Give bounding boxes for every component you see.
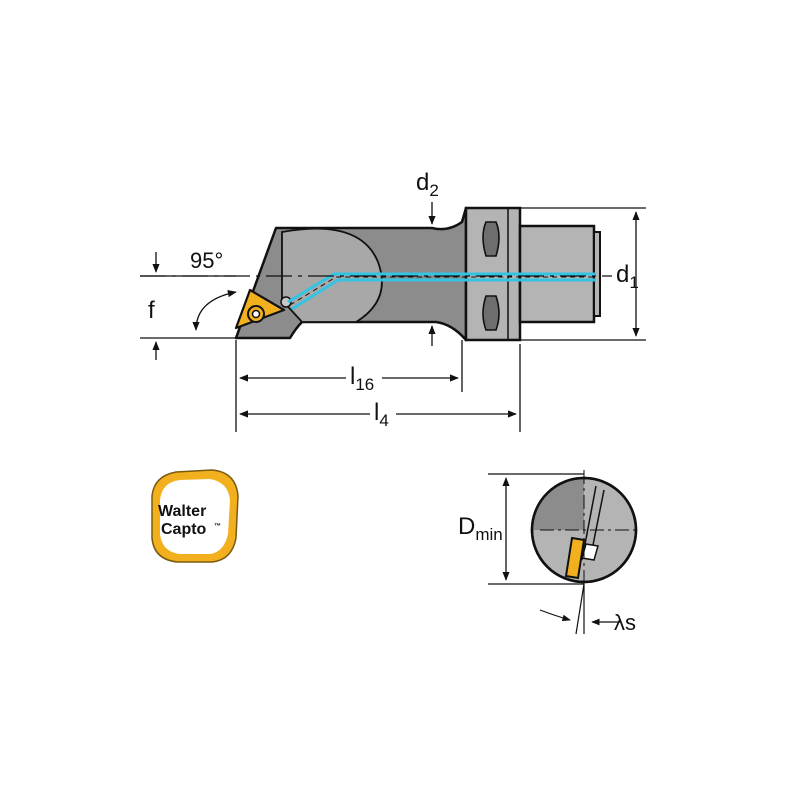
clamp-screw [280,296,292,308]
dmin-dimension [488,473,584,585]
walter-capto-logo: Walter Capto ™ [151,469,239,563]
logo-line2: Capto [161,521,207,538]
logo-line1: Walter [158,503,206,520]
logo-tm: ™ [214,523,221,530]
l16-label: l16 [350,363,374,394]
dmin-label: Dmin [458,513,503,544]
angle-label: 95° [190,248,223,273]
d1-label: d1 [616,261,639,292]
d2-label: d2 [416,169,439,200]
flange-slot-lower [482,295,500,331]
boring-bar-side-view [140,206,612,342]
coolant-channel [287,272,596,311]
end-view [530,470,640,635]
lambda-label: λs [614,610,636,635]
dimensions [140,202,646,432]
flange-slot-upper [482,221,500,257]
angle-arc [192,290,237,331]
l4-label: l4 [374,399,389,430]
f-label: f [148,297,155,324]
end-view-insert [564,536,586,580]
